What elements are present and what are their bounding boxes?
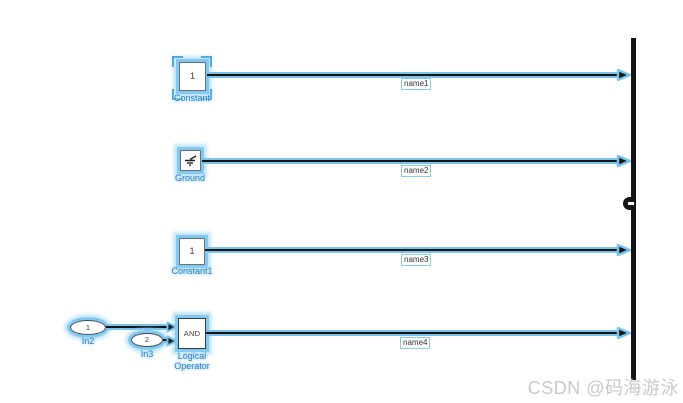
arrowhead-icon xyxy=(616,154,632,168)
selection-corner-icon xyxy=(201,89,212,100)
mux-port-icon xyxy=(623,197,635,210)
signal-line-1[interactable] xyxy=(207,72,619,78)
constant1-value: 1 xyxy=(189,246,195,256)
inport-in2-label[interactable]: In2 xyxy=(81,336,95,346)
signal-line-2[interactable] xyxy=(202,158,619,164)
ground-block[interactable] xyxy=(180,150,201,171)
ground-icon xyxy=(185,155,197,166)
inport-in3-label[interactable]: In3 xyxy=(140,349,154,359)
signal-name-label[interactable]: name2 xyxy=(401,165,432,177)
arrowhead-icon xyxy=(166,321,178,333)
selection-corner-icon xyxy=(172,89,183,100)
constant-value: 1 xyxy=(189,71,195,81)
inport-in3[interactable]: 2 xyxy=(131,333,163,347)
constant-block-label[interactable]: Constant xyxy=(173,93,211,103)
constant1-block[interactable]: 1 xyxy=(179,238,205,265)
watermark-text: CSDN @码海游泳 xyxy=(527,378,679,398)
ground-block-label[interactable]: Ground xyxy=(174,173,206,183)
signal-line-4[interactable] xyxy=(206,330,619,336)
arrowhead-icon xyxy=(616,68,632,82)
constant1-block-label[interactable]: Constant1 xyxy=(171,266,213,276)
selection-corner-icon xyxy=(201,56,212,67)
logical-operator-label[interactable]: Logical Operator xyxy=(174,351,210,371)
inport-in2-number: 1 xyxy=(85,322,91,332)
logical-operator-block[interactable]: AND xyxy=(178,318,206,349)
constant-block[interactable]: 1 xyxy=(179,62,206,91)
signal-name-label[interactable]: name3 xyxy=(401,254,432,266)
signal-line-3[interactable] xyxy=(205,247,619,253)
inport-in2[interactable]: 1 xyxy=(70,320,106,335)
signal-name-label[interactable]: name4 xyxy=(400,337,431,349)
arrowhead-icon xyxy=(166,335,178,347)
inport-in3-number: 2 xyxy=(144,335,150,345)
arrowhead-icon xyxy=(616,326,632,340)
logical-operator-text: AND xyxy=(183,328,201,338)
selection-frame xyxy=(172,56,212,100)
signal-line-in2[interactable] xyxy=(106,324,168,330)
signal-name-label[interactable]: name1 xyxy=(401,78,432,90)
selection-corner-icon xyxy=(172,56,183,67)
arrowhead-icon xyxy=(616,243,632,257)
